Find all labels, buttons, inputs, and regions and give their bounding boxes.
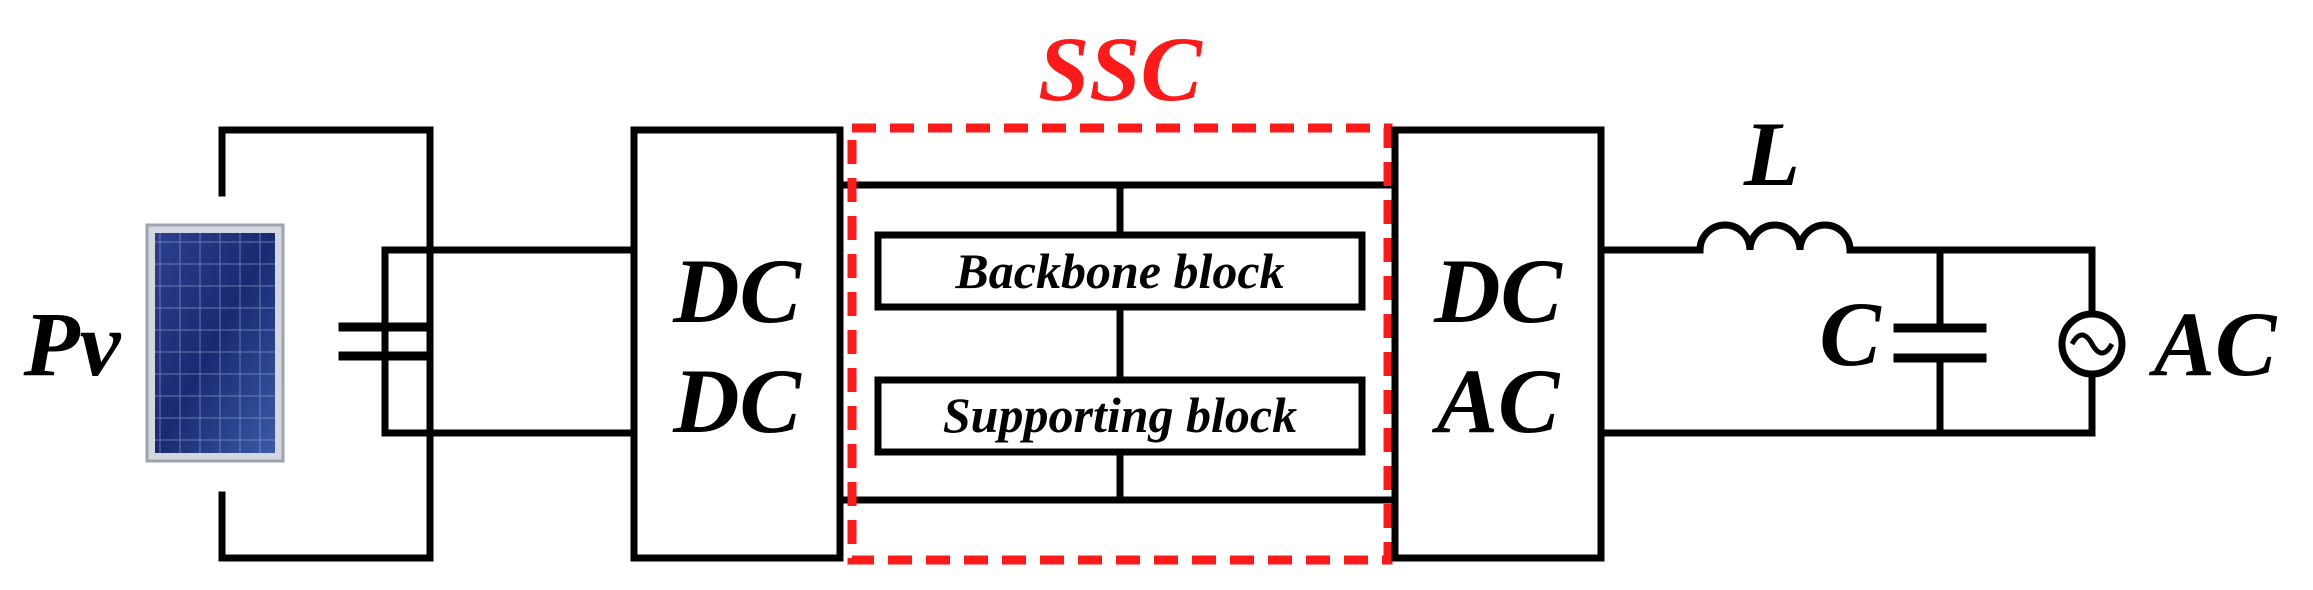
inductor-label: L <box>1743 103 1800 205</box>
backbone-block <box>874 231 1366 311</box>
output-capacitor-icon <box>1893 323 1987 363</box>
ac-source-icon <box>2058 310 2126 378</box>
inductor-icon <box>1696 221 1854 254</box>
supporting-block <box>874 376 1366 456</box>
output-wires <box>1597 246 2096 437</box>
pv-loop-wires <box>218 126 434 562</box>
capacitor-label: C <box>1819 283 1882 385</box>
dcdc-label-bottom: DC <box>672 350 802 452</box>
backbone-block-label: Backbone block <box>954 243 1284 299</box>
input-capacitor-branch <box>381 246 638 437</box>
ac-source-label: AC <box>2149 293 2278 395</box>
supporting-block-label: Supporting block <box>943 387 1297 443</box>
pv-label: Pv <box>22 293 121 395</box>
dcac-label-bottom: AC <box>1432 350 1561 452</box>
dcdc-converter-block <box>630 126 844 562</box>
ssc-boundary <box>847 123 1393 565</box>
ssc-label: SSC <box>1038 18 1203 120</box>
dcac-label-top: DC <box>1433 240 1563 342</box>
dcdc-label-top: DC <box>672 240 802 342</box>
dc-bus-wires <box>836 181 1399 504</box>
dcac-inverter-block <box>1391 126 1605 562</box>
solar-panel-icon <box>145 223 285 463</box>
capacitor-icon <box>338 322 432 361</box>
